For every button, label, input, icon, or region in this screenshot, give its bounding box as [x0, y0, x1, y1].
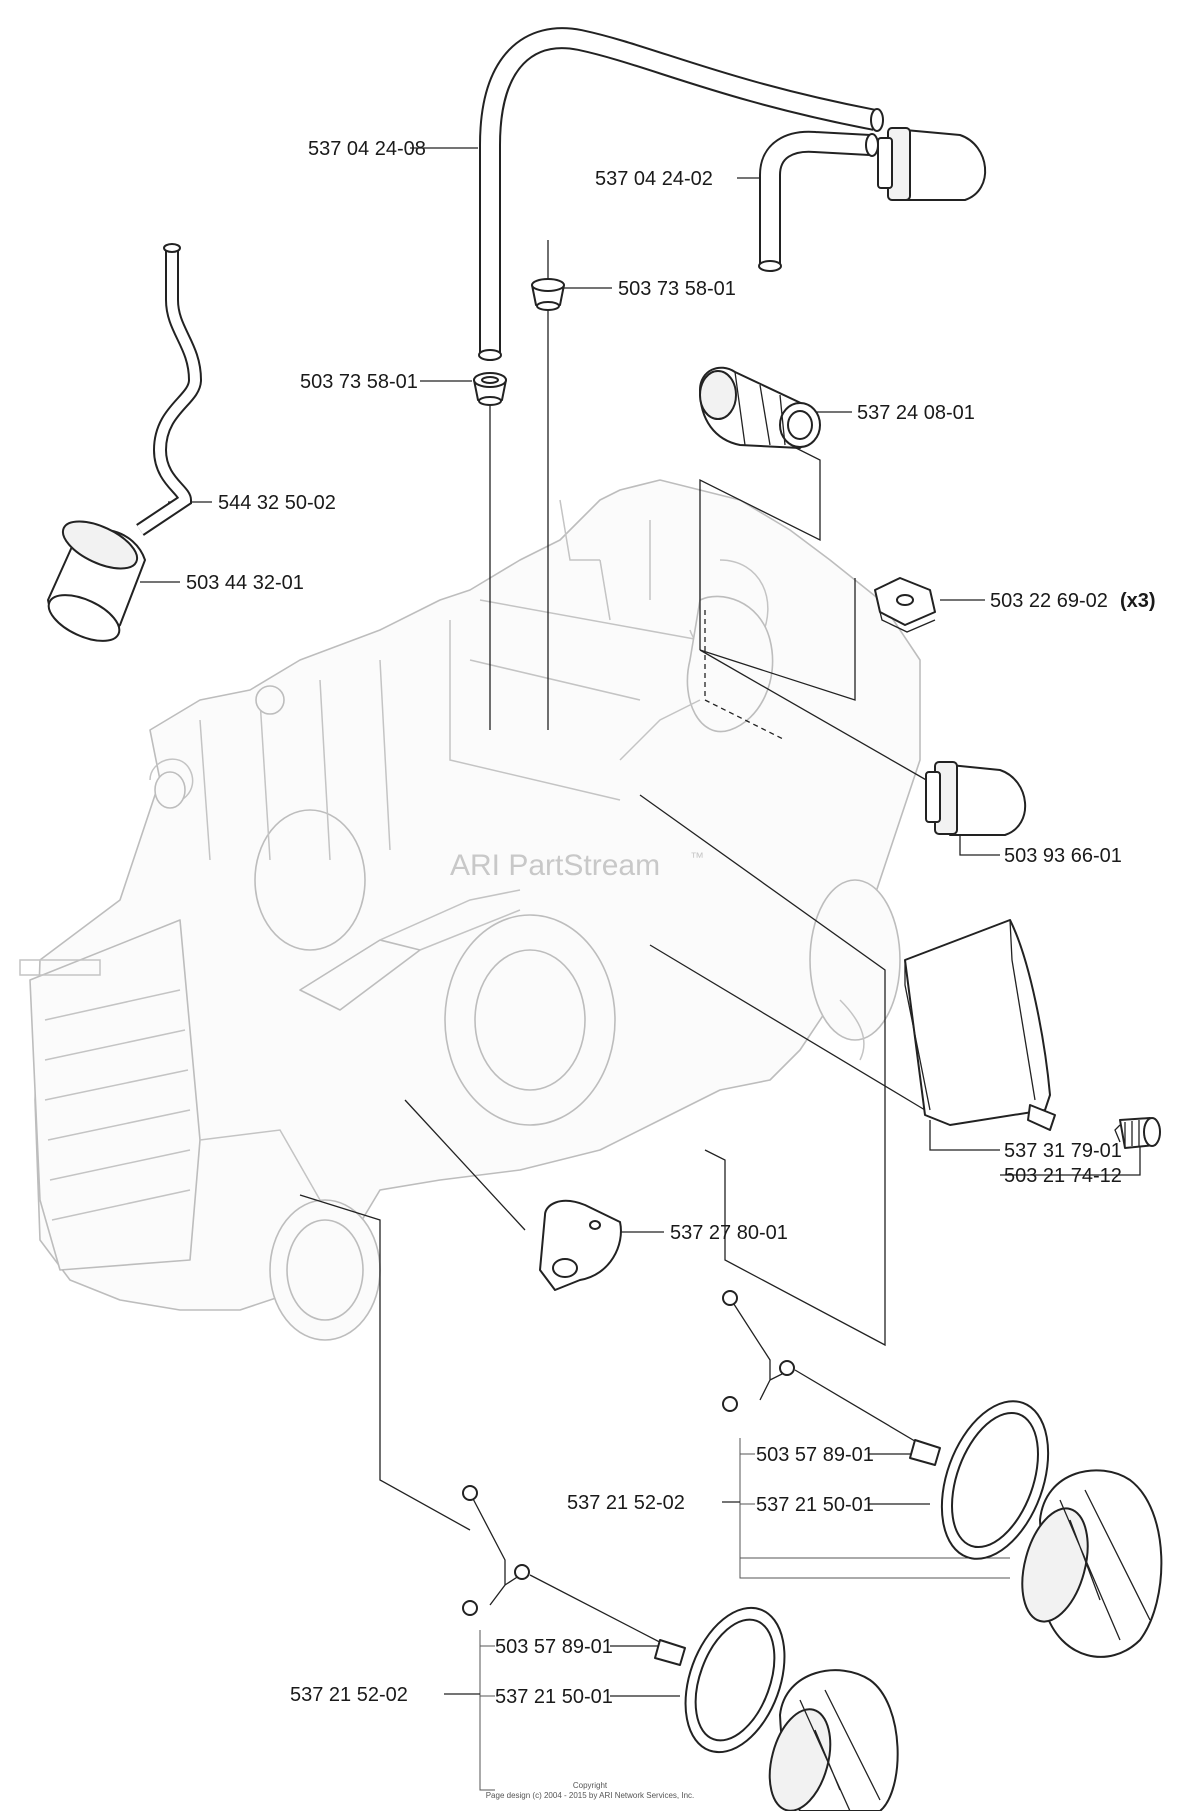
lower-cap-chain — [462, 1485, 686, 1666]
valve-assembly — [699, 366, 821, 449]
label-hose-short: 537 04 24-02 — [595, 168, 713, 190]
label-valve: 537 24 08-01 — [857, 402, 975, 424]
lower-cap — [768, 1669, 899, 1811]
upper-cap-seal — [940, 1400, 1050, 1560]
label-clip: 503 22 69-02 — [990, 590, 1108, 612]
cover — [904, 919, 1056, 1131]
hose-short — [758, 130, 879, 272]
copyright-line-2: Page design (c) 2004 - 2015 by ARI Netwo… — [486, 1791, 695, 1800]
label-lower-cap: 537 21 50-01 — [495, 1686, 613, 1708]
label-upper-cap: 537 21 50-01 — [756, 1494, 874, 1516]
lower-cap-seal — [684, 1606, 786, 1754]
label-cover: 537 31 79-01 — [1004, 1140, 1122, 1162]
label-grommet-left: 503 73 58-01 — [300, 371, 418, 393]
label-lower-cap-seal: 503 57 89-01 — [495, 1636, 613, 1658]
upper-cap-chain — [722, 1290, 941, 1466]
label-hose-main: 537 04 24-08 — [308, 138, 426, 160]
grommet-left — [473, 372, 507, 406]
fuel-hose — [136, 243, 203, 536]
label-grommet-center: 503 73 58-01 — [618, 278, 736, 300]
label-primer: 503 93 66-01 — [1004, 845, 1122, 867]
grommet-center — [531, 278, 565, 311]
primer-bulb-top — [877, 127, 987, 201]
label-lower-cap-assy: 537 21 52-02 — [290, 1684, 408, 1706]
label-upper-cap-assy: 537 21 52-02 — [567, 1492, 685, 1514]
copyright-line-1: Copyright — [573, 1781, 608, 1790]
label-upper-cap-seal: 503 57 89-01 — [756, 1444, 874, 1466]
screw — [1114, 1117, 1161, 1149]
clip — [874, 577, 936, 633]
label-clip-qty: (x3) — [1120, 590, 1156, 612]
label-screw: 503 21 74-12 — [1004, 1165, 1122, 1187]
watermark: ARI PartStream — [450, 849, 660, 882]
label-fuel-filter: 503 44 32-01 — [186, 572, 304, 594]
upper-cap — [1021, 1469, 1163, 1658]
hose-main — [478, 27, 884, 361]
bracket — [539, 1199, 622, 1291]
fuel-filter — [47, 520, 146, 642]
crankcase-housing — [19, 479, 921, 1341]
leader-lines — [140, 147, 1141, 1791]
primer-bulb — [925, 761, 1027, 836]
watermark-tm: ™ — [690, 849, 704, 865]
label-fuel-hose: 544 32 50-02 — [218, 492, 336, 514]
part-labels: 537 04 24-08 537 04 24-02 503 73 58-01 5… — [186, 138, 1156, 1708]
label-bracket: 537 27 80-01 — [670, 1222, 788, 1244]
